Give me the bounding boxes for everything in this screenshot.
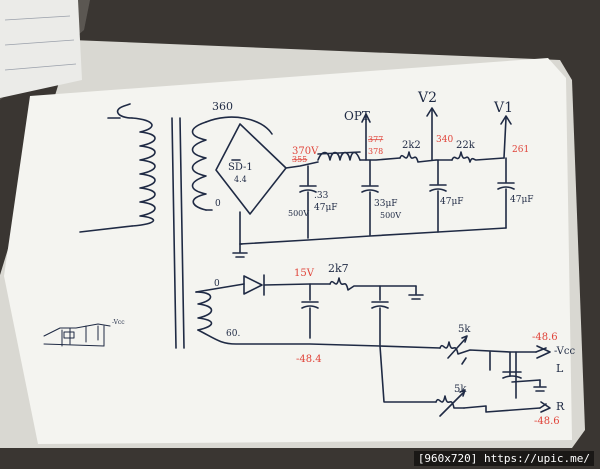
core-line-1: [171, 117, 177, 349]
image-caption: [960x720] https://upic.me/: [413, 451, 594, 466]
pot-l-label: 5k: [458, 324, 471, 335]
cap1-value: .33: [314, 191, 329, 201]
output-r-label: R: [556, 400, 565, 413]
corner-paper: [0, 0, 82, 98]
v2-label: V2: [417, 90, 437, 106]
bias-15v: 15V: [294, 268, 315, 279]
cap3-value: 33μF: [374, 199, 398, 209]
cap4-value: 47μF: [440, 197, 464, 207]
out-r-neg48-6: -48.6: [534, 416, 560, 427]
cap5-value: 47μF: [510, 195, 534, 205]
pot-r-label: 5k: [454, 384, 467, 395]
tap-zero-low-label: 0: [214, 279, 220, 289]
bias-diode: [243, 275, 263, 295]
rect-voltage-old: 355: [292, 155, 307, 164]
bridge-rectifier: [215, 123, 287, 215]
rectifier-name: SD-1: [228, 162, 253, 173]
v1-voltage: 261: [512, 145, 529, 155]
cap3-voltage: 500V: [380, 211, 401, 220]
rectifier-sub: 4.4: [234, 175, 247, 184]
res-2k7-label: 2k7: [328, 262, 349, 275]
opt-voltage-b: 378: [368, 147, 383, 156]
cap1-voltage: 500V: [288, 209, 309, 218]
ink-labels: 360 OPT V2 V1 SD-1 4.4 0 0 60. .33 500V …: [112, 90, 575, 413]
rect-voltage: 370V: [292, 146, 319, 157]
bias-winding: [195, 291, 213, 331]
v2-voltage: 340: [436, 135, 453, 145]
core-line-2: [179, 117, 185, 349]
secondary-coil-hv: [191, 121, 207, 211]
output-l-label: L: [556, 362, 564, 375]
v1-label: V1: [493, 100, 513, 116]
opt-voltage-a: 377: [368, 135, 383, 144]
res-2k2-label: 2k2: [402, 140, 421, 151]
primary-coil: [131, 117, 156, 227]
out-l-neg48-6: -48.6: [532, 332, 558, 343]
opt-label: OPT: [344, 109, 370, 123]
tap-sixty-label: 60.: [226, 329, 240, 339]
paper-sheet: [4, 58, 572, 444]
ink-drawing: [43, 103, 551, 417]
cap2-value: 47μF: [314, 203, 338, 213]
tap-zero-label: 0: [215, 199, 221, 209]
red-labels: 370V 355 377 378 340 261 15V -48.4 -48.6…: [292, 135, 560, 427]
tap-360-label: 360: [212, 100, 233, 113]
small-vcc-label: -Vcc: [112, 319, 125, 326]
minus-vcc-label: -Vcc: [554, 346, 575, 357]
res-22k-label: 22k: [456, 140, 476, 151]
bias-neg48-4: -48.4: [296, 354, 322, 365]
